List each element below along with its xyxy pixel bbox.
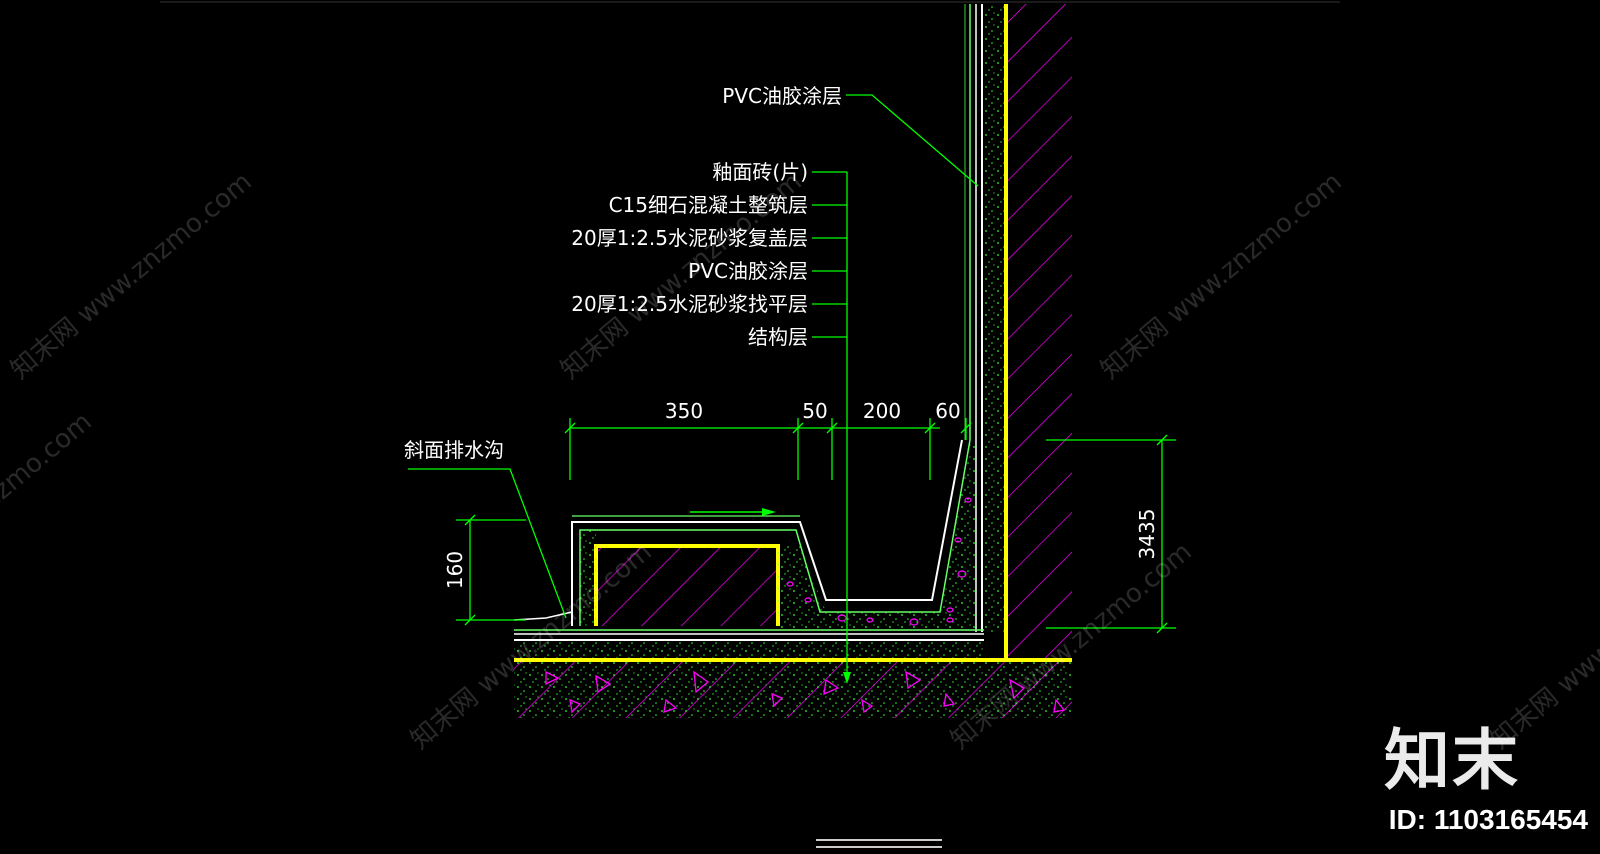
drain-aggregate [786, 497, 972, 626]
dim-350: 350 [665, 399, 703, 423]
wall-label: PVC油胶涂层 [722, 84, 842, 108]
layer-label-tile: 釉面砖(片) [712, 160, 808, 184]
drain-step [513, 611, 573, 621]
drain-fill [778, 440, 976, 628]
drain-label: 斜面排水沟 [404, 438, 504, 462]
brand-logo: 知末 [1360, 728, 1520, 794]
dim-50: 50 [802, 399, 827, 423]
brand-id: ID: 1103165454 [1388, 804, 1588, 835]
dim-160: 160 [443, 551, 467, 589]
curb-white-outline [571, 439, 963, 626]
right-dimension-line [1046, 434, 1176, 634]
watermark-1: 知末网 www.znzmo.com [5, 167, 257, 386]
curb-dots [580, 530, 596, 626]
curb-hatch [596, 546, 778, 626]
layer-label-cover: 20厚1:2.5水泥砂浆复盖层 [571, 226, 808, 250]
wall-hatch [1006, 4, 1072, 660]
layer-label-c15: C15细石混凝土整筑层 [609, 193, 808, 217]
layer-leader [812, 171, 848, 676]
dim-200: 200 [863, 399, 901, 423]
aggregate-marks [545, 670, 1066, 714]
top-dimension-line [564, 418, 972, 480]
watermark-3: 知末网 www.znzmo.com [1095, 167, 1347, 386]
floor-screed-dots [514, 642, 984, 658]
left-dimension-line [456, 514, 526, 626]
layer-label-structure: 结构层 [748, 325, 808, 349]
dim-3435: 3435 [1135, 509, 1159, 560]
brand-logo-mark: 知末 [1384, 722, 1520, 799]
slope-arrow-head [762, 508, 776, 516]
drain-label-leader [408, 468, 567, 619]
wall-plaster-dots [984, 4, 1004, 632]
watermark-4: 知末网 www.znzmo.com [0, 407, 98, 626]
layer-label-level: 20厚1:2.5水泥砂浆找平层 [571, 292, 808, 316]
layer-label-pvc: PVC油胶涂层 [688, 259, 808, 283]
layer-leader-arrow [843, 672, 851, 684]
dim-60: 60 [935, 399, 960, 423]
floor-slab-dots [514, 662, 1072, 718]
wall-label-leader [846, 94, 979, 187]
